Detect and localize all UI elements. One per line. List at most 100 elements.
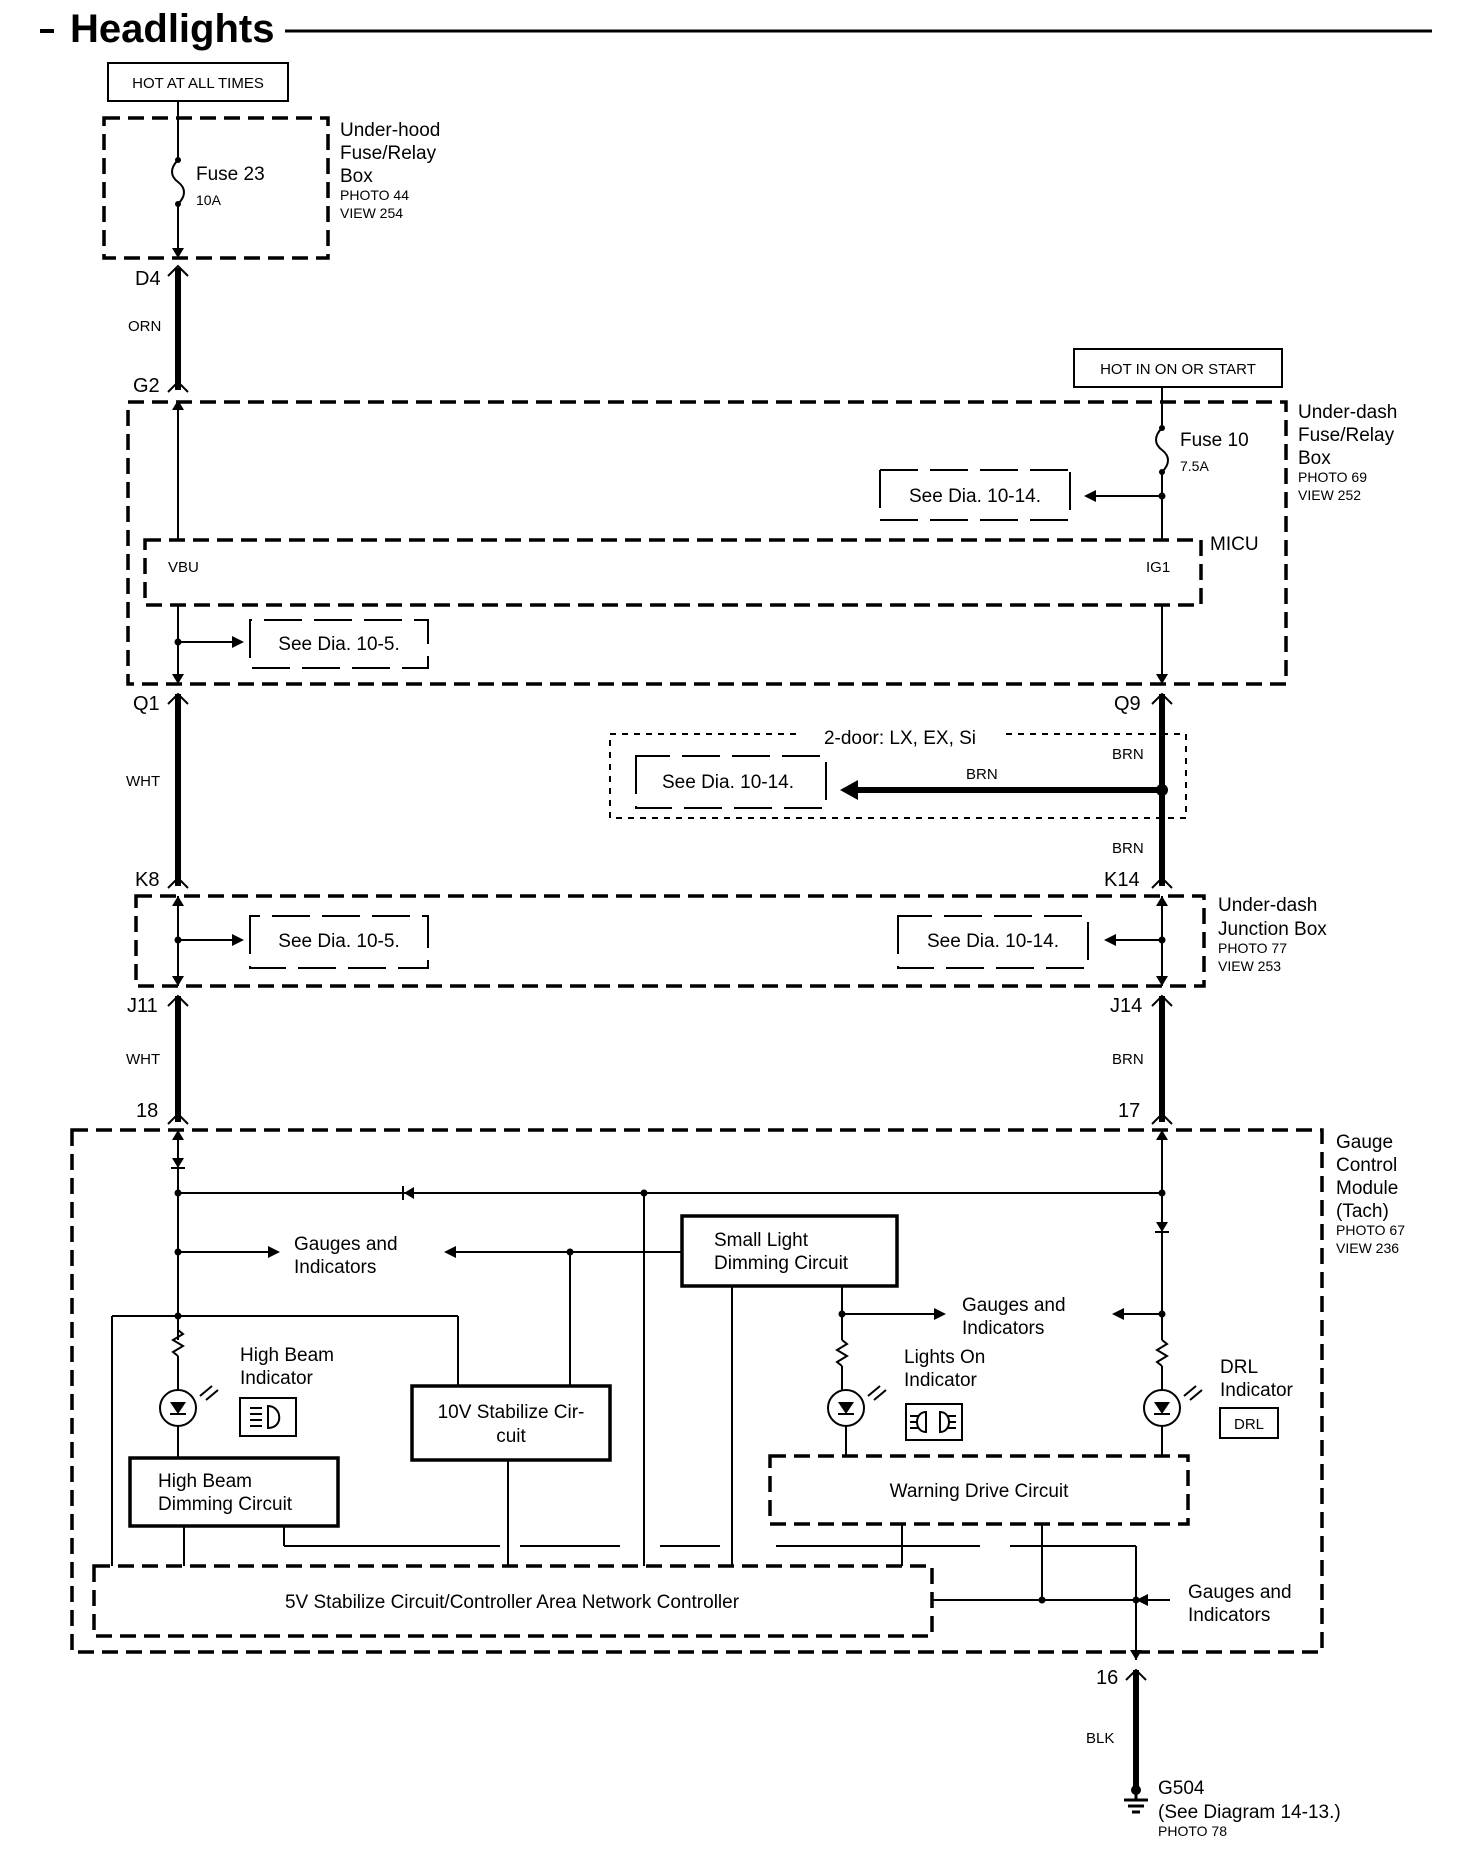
connector-16: 16 — [1096, 1667, 1118, 1689]
connector-17: 17 — [1118, 1100, 1140, 1122]
wire-color-brn-a: BRN — [1112, 746, 1144, 763]
small-light-label-2: Dimming Circuit — [714, 1253, 849, 1274]
gauges-label-mid-2: Indicators — [962, 1318, 1044, 1339]
junction-photo: PHOTO 77 — [1218, 940, 1287, 956]
see-dia-10-14-ref-lower[interactable]: See Dia. 10-14. — [897, 915, 1089, 969]
gauge-name-4: (Tach) — [1336, 1201, 1389, 1222]
see-dia-10-14-variant-label: See Dia. 10-14. — [662, 772, 794, 793]
led-icon — [827, 1385, 887, 1427]
junction-name-1: Under-dash — [1218, 895, 1317, 916]
wire-color-brn-lower: BRN — [1112, 1051, 1144, 1068]
warning-drive-label: Warning Drive Circuit — [890, 1481, 1069, 1502]
page-title: Headlights — [70, 7, 274, 51]
underdash-photo: PHOTO 69 — [1298, 469, 1367, 485]
micu-box — [143, 538, 1203, 607]
see-dia-10-5-ref-lower[interactable]: See Dia. 10-5. — [249, 915, 429, 969]
see-dia-10-5-lower-label: See Dia. 10-5. — [278, 931, 399, 952]
underhood-name-2: Fuse/Relay — [340, 143, 437, 164]
ten-v-label-1: 10V Stabilize Cir- — [438, 1402, 585, 1423]
lights-on-symbol-icon — [905, 1403, 963, 1441]
connector-j14: J14 — [1110, 995, 1142, 1017]
drl-tag — [1219, 1407, 1279, 1439]
gauge-name-2: Control — [1336, 1155, 1397, 1176]
connector-d4: D4 — [135, 268, 161, 290]
fuse-icon — [171, 157, 185, 207]
connector-k8: K8 — [135, 869, 159, 891]
drl-label-1: DRL — [1220, 1357, 1258, 1378]
see-dia-10-14-ref-upper[interactable]: See Dia. 10-14. — [879, 469, 1071, 521]
fuse-10-name: Fuse 10 — [1180, 430, 1249, 451]
see-dia-10-14-upper-label: See Dia. 10-14. — [909, 486, 1041, 507]
gauges-label-right-2: Indicators — [1188, 1605, 1270, 1626]
ten-v-label-2: cuit — [496, 1426, 526, 1447]
gauges-label-left-2: Indicators — [294, 1257, 376, 1278]
underhood-view: VIEW 254 — [340, 205, 403, 221]
hot-at-all-times-tag — [107, 62, 289, 102]
junction-view: VIEW 253 — [1218, 958, 1281, 974]
connector-g2: G2 — [133, 375, 160, 397]
vbu-terminal: VBU — [168, 559, 199, 576]
connector-18: 18 — [136, 1100, 158, 1122]
micu-label: MICU — [1210, 534, 1259, 555]
five-v-label: 5V Stabilize Circuit/Controller Area Net… — [285, 1592, 740, 1613]
small-light-dimming-circuit — [680, 1214, 899, 1288]
ground-icon — [1124, 1785, 1148, 1814]
led-icon — [159, 1385, 219, 1427]
connector-j11: J11 — [127, 995, 158, 1017]
fuse-23-rating: 10A — [196, 192, 222, 208]
high-beam-dimming-circuit — [128, 1456, 340, 1528]
high-beam-dim-label-1: High Beam — [158, 1471, 252, 1492]
gauge-name-1: Gauge — [1336, 1132, 1393, 1153]
gauge-photo: PHOTO 67 — [1336, 1222, 1405, 1238]
see-dia-10-5-ref-upper[interactable]: See Dia. 10-5. — [249, 619, 429, 669]
wire-color-wht-lower: WHT — [126, 1051, 160, 1068]
fuse-10-rating: 7.5A — [1180, 458, 1209, 474]
underdash-fuse-box — [126, 400, 1288, 686]
wire-color-brn-c: BRN — [1112, 840, 1144, 857]
underhood-name-3: Box — [340, 166, 373, 187]
lights-on-label-1: Lights On — [904, 1347, 985, 1368]
10v-stabilize-circuit — [410, 1384, 612, 1462]
wire-color-wht-upper: WHT — [126, 773, 160, 790]
connector-q9: Q9 — [1114, 693, 1141, 715]
see-dia-10-14-ref-variant[interactable]: See Dia. 10-14. — [635, 755, 827, 809]
ground-name: G504 — [1158, 1778, 1205, 1799]
warning-drive-circuit — [768, 1454, 1190, 1526]
gauges-label-mid-1: Gauges and — [962, 1295, 1066, 1316]
drl-label-2: Indicator — [1220, 1380, 1294, 1401]
ground-photo: PHOTO 78 — [1158, 1823, 1227, 1839]
gauge-name-3: Module — [1336, 1178, 1398, 1199]
hot-at-all-times-label: HOT AT ALL TIMES — [132, 75, 264, 92]
underdash-junction-box — [134, 894, 1206, 988]
underdash-name-3: Box — [1298, 448, 1331, 469]
connector-k14: K14 — [1104, 869, 1140, 891]
small-light-label-1: Small Light — [714, 1230, 809, 1251]
see-dia-10-14-lower-label: See Dia. 10-14. — [927, 931, 1059, 952]
variant-note: 2-door: LX, EX, Si — [824, 728, 976, 749]
ground-note: (See Diagram 14-13.) — [1158, 1802, 1341, 1823]
underhood-fuse-box — [102, 116, 330, 260]
high-beam-dim-label-2: Dimming Circuit — [158, 1494, 293, 1515]
led-icon — [1143, 1385, 1203, 1427]
gauge-view: VIEW 236 — [1336, 1240, 1399, 1256]
wire-color-blk: BLK — [1086, 1730, 1114, 1747]
diode-icon — [1155, 1222, 1169, 1233]
hot-on-start-label: HOT IN ON OR START — [1100, 361, 1256, 378]
diode-icon — [402, 1186, 414, 1200]
resistor-icon — [1155, 1339, 1169, 1390]
fuse-23-name: Fuse 23 — [196, 164, 265, 185]
underhood-name-1: Under-hood — [340, 120, 440, 141]
high-beam-indicator-label-1: High Beam — [240, 1345, 334, 1366]
gauges-label-right-1: Gauges and — [1188, 1582, 1292, 1603]
high-beam-symbol-icon — [239, 1397, 297, 1437]
resistor-icon — [835, 1339, 849, 1390]
wire-color-brn-b: BRN — [966, 766, 998, 783]
lights-on-label-2: Indicator — [904, 1370, 978, 1391]
underdash-name-1: Under-dash — [1298, 402, 1397, 423]
diode-icon — [171, 1158, 185, 1169]
drl-tag-label: DRL — [1234, 1416, 1264, 1433]
high-beam-indicator-label-2: Indicator — [240, 1368, 314, 1389]
gauge-control-module — [70, 1128, 1324, 1654]
junction-name-2: Junction Box — [1218, 919, 1327, 940]
